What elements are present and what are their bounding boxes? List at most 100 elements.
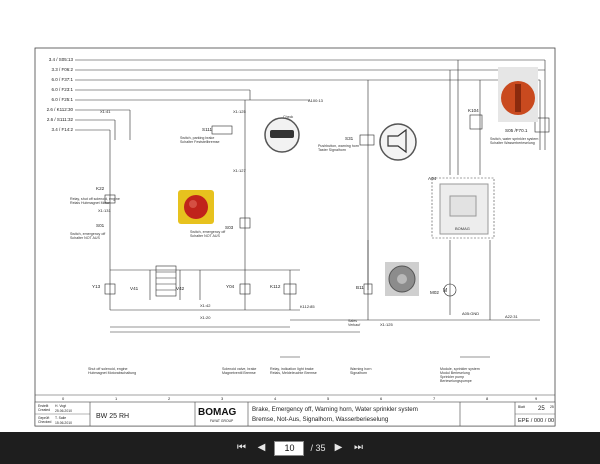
ref-label: 6.0 / F23:1 xyxy=(51,87,73,92)
wiring-diagram: 3.4 / S05:13 3.3 / F06:2 6.0 / F37:1 6.0… xyxy=(34,47,556,427)
valve-y04-symbol xyxy=(239,283,251,295)
connector-label: X1:131 xyxy=(98,208,111,213)
doc-number: EPE / 000 / 00 xyxy=(518,418,554,424)
emergency-stop-photo xyxy=(178,190,214,224)
motor-m-label: M xyxy=(443,288,447,294)
grid-number: 2 xyxy=(168,396,171,401)
ref-label: 6.0 / F37:1 xyxy=(51,77,73,82)
connector-label: X1:42 xyxy=(200,303,211,308)
relay-coil-k22 xyxy=(104,194,116,204)
created-name: H. Vogt xyxy=(55,404,66,408)
component-tag: S03 xyxy=(225,225,234,230)
grid-number: 4 xyxy=(274,396,277,401)
ref-label: 2.6 / K112:30 xyxy=(47,107,74,112)
relay-k112-symbol xyxy=(283,283,297,295)
sheet-number: 25 xyxy=(538,406,545,412)
title-english: Brake, Emergency off, Warning horn, Wate… xyxy=(252,406,418,413)
grid-number: 7 xyxy=(433,396,436,401)
switch-s111-symbol xyxy=(211,125,233,135)
grid-number: 0 xyxy=(62,396,65,401)
checked-name: T. Saile xyxy=(55,416,66,420)
grid-number: 6 xyxy=(380,396,383,401)
ref-label: 3.4 / F14:2 xyxy=(51,127,73,132)
component-tag: S05 /F70.1 xyxy=(505,128,528,133)
brand-sub: FAYAT GROUP xyxy=(210,419,234,423)
horn-pictogram-photo xyxy=(379,123,417,161)
component-tag: S31 xyxy=(345,136,354,141)
component-labels: K22 S01 S111 S03 S31 K104 S05 /F70.1 A04… xyxy=(92,108,528,295)
grid-number: 5 xyxy=(327,396,330,401)
page-total: / 35 xyxy=(310,443,326,453)
connector-label: X1:127 xyxy=(233,168,246,173)
horn-b11-symbol xyxy=(363,283,373,295)
wire-rails xyxy=(75,59,546,321)
prev-page-icon[interactable]: ◀ xyxy=(257,442,266,453)
connector-label: X1:20 xyxy=(200,315,211,320)
component-symbols xyxy=(104,114,550,297)
component-tag: K104 xyxy=(468,108,479,113)
connector-label: X1:125 xyxy=(233,109,246,114)
component-tag: B11 xyxy=(356,285,364,290)
model-name: BW 25 RH xyxy=(96,413,129,420)
ref-label: 3.4 / S05:13 xyxy=(49,57,74,62)
control-module-photo: BOMAG xyxy=(431,177,495,239)
component-tag: Y13 xyxy=(92,284,101,289)
component-tag: S01 xyxy=(96,223,105,228)
pushbutton-s31-symbol xyxy=(359,134,375,146)
grid-number: 3 xyxy=(221,396,224,401)
component-tag: K22 xyxy=(96,186,105,191)
ref-label: 6.0 / F25:1 xyxy=(51,97,73,102)
connector-label: A22:31 xyxy=(505,314,518,319)
component-tag: A04 xyxy=(428,176,437,181)
grid-numbers: 0 1 2 3 4 5 6 7 8 9 xyxy=(35,394,555,401)
component-tag: M02 xyxy=(430,290,439,295)
schematic-page: 3.4 / S05:13 3.3 / F06:2 6.0 / F37:1 6.0… xyxy=(34,47,556,427)
sprinkler-switch-photo xyxy=(498,67,538,122)
checked-date: 15.06.2010 xyxy=(55,421,72,425)
grid-number: 8 xyxy=(486,396,489,401)
sheet-label: Blatt xyxy=(518,405,525,409)
component-tag: V42 xyxy=(176,286,185,291)
pump-m02-symbol xyxy=(443,283,457,297)
horn-device-photo xyxy=(385,262,419,296)
last-page-icon[interactable]: ⏭ xyxy=(354,442,363,453)
connector-labels: X1:41 A100:13 X1:125 X1:127 X1:131 X1:12… xyxy=(98,98,518,327)
brand-logo-text: BOMAG xyxy=(198,407,237,418)
component-tag: S111 xyxy=(202,127,212,132)
ref-label: 2.6 / S111:32 xyxy=(47,117,74,122)
reference-labels: 3.4 / S05:13 3.3 / F06:2 6.0 / F37:1 6.0… xyxy=(47,57,74,132)
sheet-total: 25 xyxy=(550,405,554,409)
solenoid-y13-symbol xyxy=(104,283,116,295)
bus-lines xyxy=(110,326,490,358)
page-number-input[interactable]: 10 xyxy=(274,440,305,456)
module-brand: BOMAG xyxy=(455,226,470,231)
parking-brake-switch-photo xyxy=(264,117,300,153)
connector-label: X1:41 xyxy=(100,109,111,114)
component-desc: Check xyxy=(283,115,293,119)
grid-number: 9 xyxy=(535,396,538,401)
viewer-toolbar: ⏮ ◀ 10 / 35 ▶ ⏭ xyxy=(0,432,600,464)
component-tag: V41 xyxy=(130,286,139,291)
next-page-icon[interactable]: ▶ xyxy=(334,442,343,453)
component-tag: Y04 xyxy=(226,284,235,289)
relay-k104-symbol xyxy=(469,114,483,130)
diode-block-symbol xyxy=(155,265,177,297)
first-page-icon[interactable]: ⏮ xyxy=(236,442,246,453)
